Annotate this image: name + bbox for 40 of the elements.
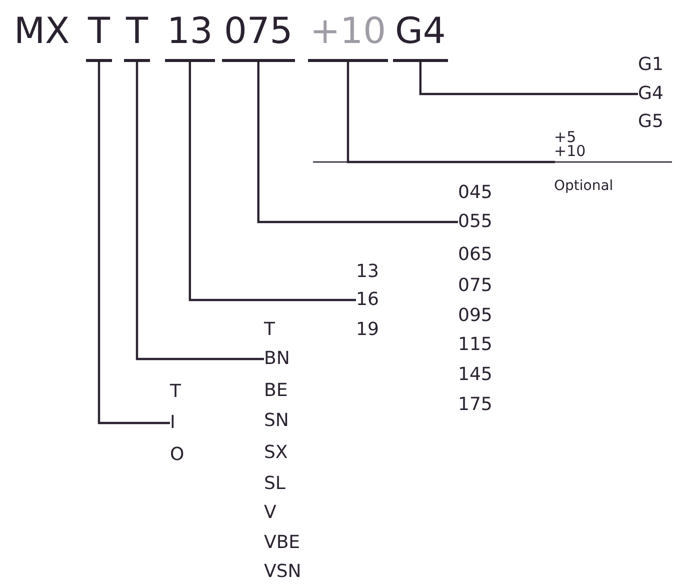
option-note: Optional	[554, 177, 614, 196]
option-code: BE	[264, 380, 288, 402]
leader-line	[98, 62, 170, 424]
code-prefix: MX	[14, 10, 70, 54]
option-code: SX	[264, 442, 288, 464]
leader-line	[257, 62, 458, 224]
option-code: 115	[458, 334, 492, 356]
option-code: 065	[458, 244, 492, 266]
option-code: O	[170, 444, 184, 466]
option-code: BN	[264, 348, 290, 370]
code-segment: T	[86, 10, 112, 62]
option-code: I	[170, 412, 176, 434]
option-code: 16	[356, 289, 379, 311]
option-code: 095	[458, 305, 492, 327]
option-code: SL	[264, 473, 286, 495]
option-code: 145	[458, 364, 492, 386]
option-code: VBE	[264, 532, 300, 554]
leader-line	[419, 62, 638, 96]
option-code: VSN	[264, 561, 302, 583]
code-segment: 075	[222, 10, 295, 62]
code-segment: +10	[308, 10, 388, 62]
option-code: G4	[638, 83, 664, 105]
option-code: T	[170, 381, 181, 403]
leader-line	[136, 62, 264, 360]
leader-line	[346, 62, 555, 164]
option-code: 055	[458, 211, 492, 233]
code-segment: 13	[165, 10, 215, 62]
option-code: 175	[458, 394, 492, 416]
option-code: 13	[356, 261, 379, 283]
option-code: V	[264, 502, 276, 524]
leader-line	[188, 62, 356, 302]
option-code: T	[264, 319, 275, 341]
option-code: 045	[458, 182, 492, 204]
code-segment: G4	[393, 10, 448, 62]
option-code: 075	[458, 275, 492, 297]
code-segment: T	[124, 10, 150, 62]
option-code: 19	[356, 319, 379, 341]
option-code: G5	[638, 111, 664, 133]
option-code: G1	[638, 54, 664, 76]
option-code: SN	[264, 410, 289, 432]
